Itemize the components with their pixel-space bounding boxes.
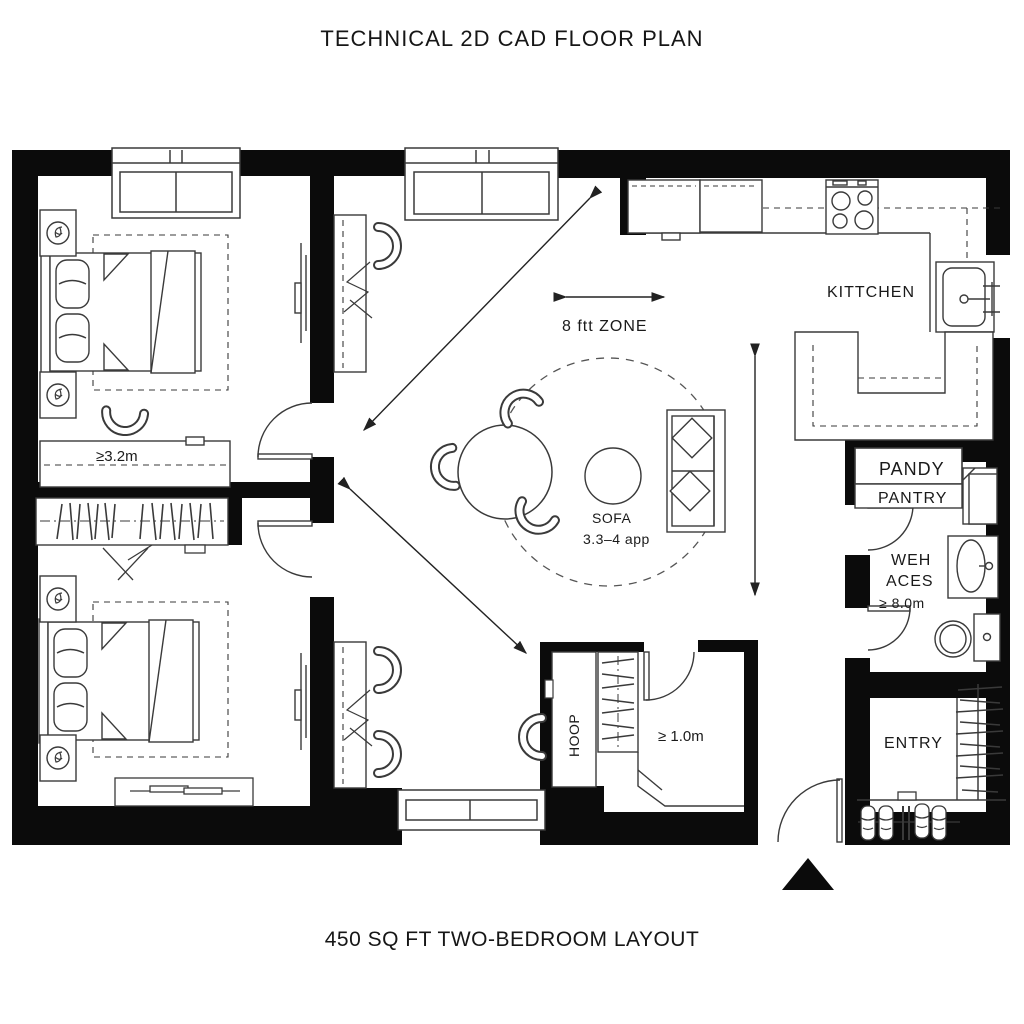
hall-closet [597,651,639,753]
wall-shelf-icon [294,243,307,343]
dining-chair-icon [433,448,455,488]
wet-access-label-2: ACES [886,573,934,590]
pantry-bath [854,447,1001,662]
nightstand-icon [39,209,77,257]
pantry-box [854,447,963,485]
side-cabinet-bottom [333,641,373,789]
hall [523,651,744,807]
nightstand-icon [39,734,77,782]
kitchen-island [794,331,994,441]
door-pantry [867,502,914,551]
door-bath [867,605,911,651]
dining-table-icon [457,424,553,520]
window-living-top [404,147,559,221]
door-bedroom2 [257,520,313,578]
window-living-bottom [397,789,546,831]
entry [857,684,1006,841]
shoe-rack [857,791,1006,841]
corner-counter [637,752,744,807]
pantry-box-label: PANDY [879,459,945,479]
sofa-label: SOFA [592,510,632,526]
closet-hangers [35,497,229,581]
sofa-sublabel: 3.3–4 app [583,531,650,547]
desk-chair-icon [105,410,145,432]
zone-label: 8 ftt ZONE [562,318,648,335]
nightstand-icon [39,371,77,419]
walls [12,150,1010,845]
nightstand-icon [39,575,77,623]
dimension-arrows [337,185,760,654]
kitchen-counter [627,179,1005,418]
page-title: TECHNICAL 2D CAD FLOOR PLAN [320,26,704,51]
bed2-clearance [92,601,229,758]
wall-shelf-icon [294,653,307,750]
living-area [333,214,726,789]
bed1-clearance [92,234,229,391]
dresser-icon [114,777,254,807]
diagonal-arrow-lower [337,476,528,654]
wet-access-dim: ≥ 8.0m [879,595,925,611]
bedroom-1 [39,209,307,488]
door-hall [643,651,695,701]
windows [111,147,559,831]
door-bedroom1 [257,402,313,460]
toilet-icon [934,613,1001,662]
bathroom-sink-icon [947,535,999,599]
diagonal-arrow-upper [363,185,603,432]
bed-icon [40,249,202,375]
sofa-icon [666,409,726,533]
bedroom1-dim-label: ≥3.2m [96,448,138,465]
hall-desk-label: HOOP [566,714,582,757]
bedroom-2 [35,497,307,807]
entry-closet-hangers [955,684,1004,800]
wet-access-label-1: WEH [891,552,931,569]
side-cabinet-top [333,214,373,373]
hall-desk [551,651,597,788]
bed-icon [38,618,200,744]
desk-chair-icon [378,227,397,265]
window-bedroom1 [111,147,241,219]
pantry-box2 [854,483,963,509]
pantry-label: PANTRY [878,490,947,507]
stove-icon [825,179,879,235]
kitchen-label: KITTCHEN [827,284,915,301]
sofa-zone-circle [584,447,642,505]
shower-icon [962,467,998,525]
hall-chair-icon [523,718,542,756]
entry-label: ENTRY [884,735,943,752]
bedroom1-desk [39,436,231,488]
desk-chair-icon [378,651,397,689]
kitchen-sink-icon [935,256,1010,338]
door-entrance [777,778,843,843]
hall-dim-label: ≥ 1.0m [658,728,704,745]
entrance-marker-icon [782,858,834,890]
kitchen [627,179,1010,441]
dining-chair-icon [497,386,539,423]
page-caption: 450 SQ FT TWO-BEDROOM LAYOUT [324,928,700,951]
desk-chair-icon [378,735,397,773]
